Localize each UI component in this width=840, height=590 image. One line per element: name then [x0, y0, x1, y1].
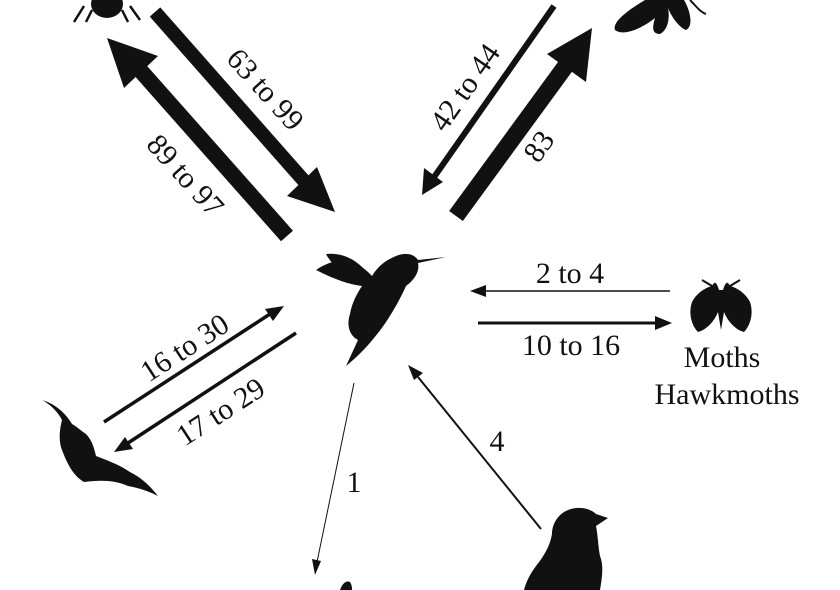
arrow-hummingbird-to-bats [114, 331, 297, 452]
group-label-moths: Moths [684, 341, 761, 374]
label-moths-in: 2 to 4 [536, 257, 604, 290]
moth-icon [690, 279, 752, 332]
label-bees-in: 89 to 97 [140, 128, 230, 223]
arrow-hummingbird-to-butterflies [449, 28, 592, 222]
group-label-hawkmoths: Hawkmoths [655, 378, 800, 411]
bat-icon [42, 400, 158, 496]
arrow-bats-to-hummingbird [103, 306, 284, 424]
arrow-passerine-to-hummingbird [408, 365, 542, 530]
arrow-bees-to-hummingbird [149, 7, 335, 212]
arrow-hummingbird-to-moths [478, 316, 672, 330]
bee-icon [72, 0, 142, 23]
label-other-out: 1 [347, 466, 362, 499]
arrow-butterflies-to-hummingbird [422, 4, 557, 195]
hummingbird-icon [316, 253, 446, 366]
butterfly-icon [614, 0, 707, 34]
label-passerines-in: 4 [490, 425, 505, 458]
arrow-hummingbird-to-bees [107, 38, 293, 242]
label-bees-out: 63 to 99 [220, 42, 310, 137]
partial-animal-icon [340, 581, 352, 590]
arrow-hummingbird-to-other [312, 382, 355, 575]
arrow-moths-to-hummingbird [470, 285, 670, 297]
label-moths-out: 10 to 16 [522, 329, 620, 362]
passerine-bird-icon [524, 507, 608, 590]
